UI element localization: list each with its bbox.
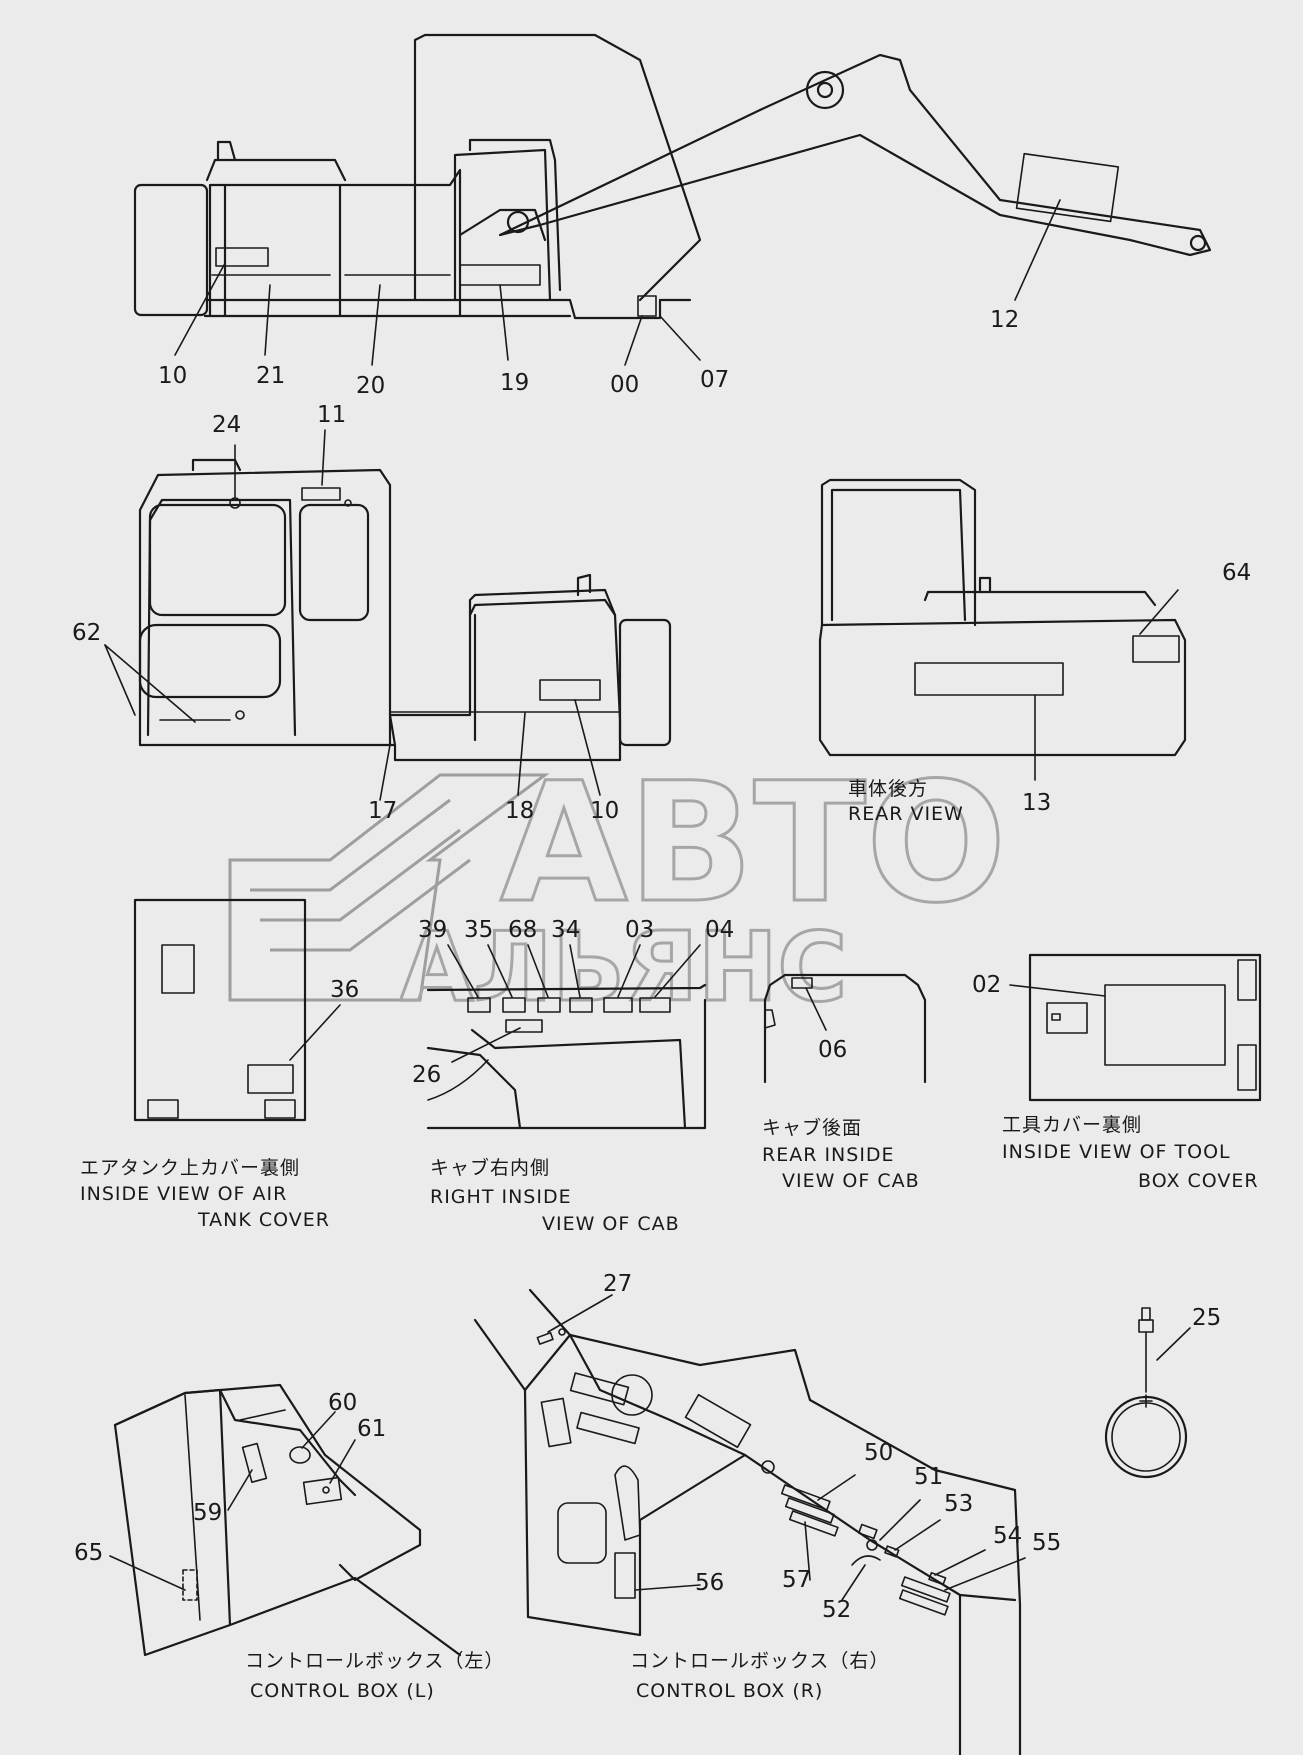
label-p53: 53 (944, 1491, 973, 1517)
control-box-left-view (109, 1383, 462, 1657)
label-p59: 59 (193, 1500, 222, 1526)
label-p36: 36 (330, 977, 359, 1003)
label-p03: 03 (625, 917, 654, 943)
caption-air-tank: エアタンク上カバー裏側 INSIDE VIEW OF AIR TANK COVE… (80, 1157, 330, 1231)
labels-side-view: 10 21 20 19 00 07 12 (158, 307, 1019, 399)
label-p25: 25 (1192, 1305, 1221, 1331)
label-p00: 00 (610, 372, 639, 398)
label-p04: 04 (705, 917, 734, 943)
labels-control-box-left: 60 61 59 65 コントロールボックス（左） CONTROL BOX (L… (74, 1390, 504, 1702)
watermark-logo: АВТО АЛЬЯНС (228, 746, 1008, 1025)
excavator-right-side-view (104, 429, 672, 801)
label-p18: 18 (505, 798, 534, 824)
caption-cabRear-en2: VIEW OF CAB (782, 1170, 920, 1192)
caption-cabR-jp: キャブ右内側 (430, 1156, 550, 1179)
control-box-right-view (473, 1288, 1026, 1755)
cab-right-inside-view (426, 944, 707, 1130)
label-p13: 13 (1022, 790, 1051, 816)
label-p64: 64 (1222, 560, 1251, 586)
cab-rear-inside-view (763, 973, 927, 1084)
caption-air-jp: エアタンク上カバー裏側 (80, 1157, 300, 1179)
label-p39: 39 (418, 917, 447, 943)
label-p07: 07 (700, 367, 729, 393)
key-ring-part (1104, 1307, 1191, 1479)
label-p10a: 10 (158, 363, 187, 389)
caption-cbR-jp: コントロールボックス（右） (630, 1650, 889, 1672)
label-p27: 27 (603, 1271, 632, 1297)
tool-box-cover-view (1009, 953, 1262, 1102)
caption-tool-jp: 工具カバー裏側 (1002, 1114, 1142, 1136)
caption-cabRear-jp: キャブ後面 (762, 1116, 862, 1139)
air-tank-cover-view (133, 898, 341, 1122)
caption-tool-en2: BOX COVER (1138, 1170, 1259, 1192)
label-p50: 50 (864, 1440, 893, 1466)
label-p35: 35 (464, 917, 493, 943)
label-p56: 56 (695, 1570, 724, 1596)
label-p55: 55 (1032, 1530, 1061, 1556)
excavator-left-side-view (133, 33, 1212, 366)
caption-rear-jp: 車体後方 (848, 778, 928, 800)
labels-rear-view: 64 13 車体後方 REAR VIEW (848, 560, 1251, 825)
watermark-line1: АВТО (500, 747, 1006, 939)
label-p20: 20 (356, 373, 385, 399)
caption-cbR-en: CONTROL BOX (R) (636, 1680, 823, 1702)
label-p21: 21 (256, 363, 285, 389)
label-p26: 26 (412, 1062, 441, 1088)
label-p51: 51 (914, 1464, 943, 1490)
label-p11: 11 (317, 402, 346, 428)
label-p34: 34 (551, 917, 580, 943)
label-p57: 57 (782, 1567, 811, 1593)
caption-cabR-en2: VIEW OF CAB (542, 1213, 680, 1235)
label-p17: 17 (368, 798, 397, 824)
label-p02: 02 (972, 972, 1001, 998)
label-p52: 52 (822, 1597, 851, 1623)
caption-cabRear-en1: REAR INSIDE (762, 1144, 895, 1166)
caption-tool-en1: INSIDE VIEW OF TOOL (1002, 1141, 1231, 1163)
caption-cab-rear: キャブ後面 REAR INSIDE VIEW OF CAB (762, 1116, 920, 1192)
caption-cbL-jp: コントロールボックス（左） (245, 1650, 504, 1672)
labels-right-side-view: 24 11 62 17 18 10 (72, 402, 619, 824)
caption-cab-right: キャブ右内側 RIGHT INSIDE VIEW OF CAB (430, 1156, 680, 1235)
caption-tool-box: 工具カバー裏側 INSIDE VIEW OF TOOL BOX COVER (1002, 1114, 1259, 1192)
caption-cabR-en1: RIGHT INSIDE (430, 1186, 572, 1208)
caption-rear-en: REAR VIEW (848, 803, 964, 825)
label-p61: 61 (357, 1416, 386, 1442)
labels-cab-right-inside: 39 35 68 34 03 04 26 (412, 917, 734, 1088)
caption-cbL-en: CONTROL BOX (L) (250, 1680, 435, 1702)
label-p24: 24 (212, 412, 241, 438)
label-p62: 62 (72, 620, 101, 646)
labels-control-box-right: 27 50 51 53 54 55 56 57 52 コントロールボックス（右）… (603, 1271, 1061, 1702)
excavator-rear-view (818, 478, 1187, 781)
label-p68: 68 (508, 917, 537, 943)
caption-air-en1: INSIDE VIEW OF AIR (80, 1183, 287, 1205)
label-p54: 54 (993, 1523, 1022, 1549)
label-p60: 60 (328, 1390, 357, 1416)
label-p19: 19 (500, 370, 529, 396)
watermark-line2: АЛЬЯНС (400, 913, 847, 1023)
caption-air-en2: TANK COVER (197, 1209, 330, 1231)
label-p12: 12 (990, 307, 1019, 333)
label-p10b: 10 (590, 798, 619, 824)
label-p65: 65 (74, 1540, 103, 1566)
label-p06: 06 (818, 1037, 847, 1063)
